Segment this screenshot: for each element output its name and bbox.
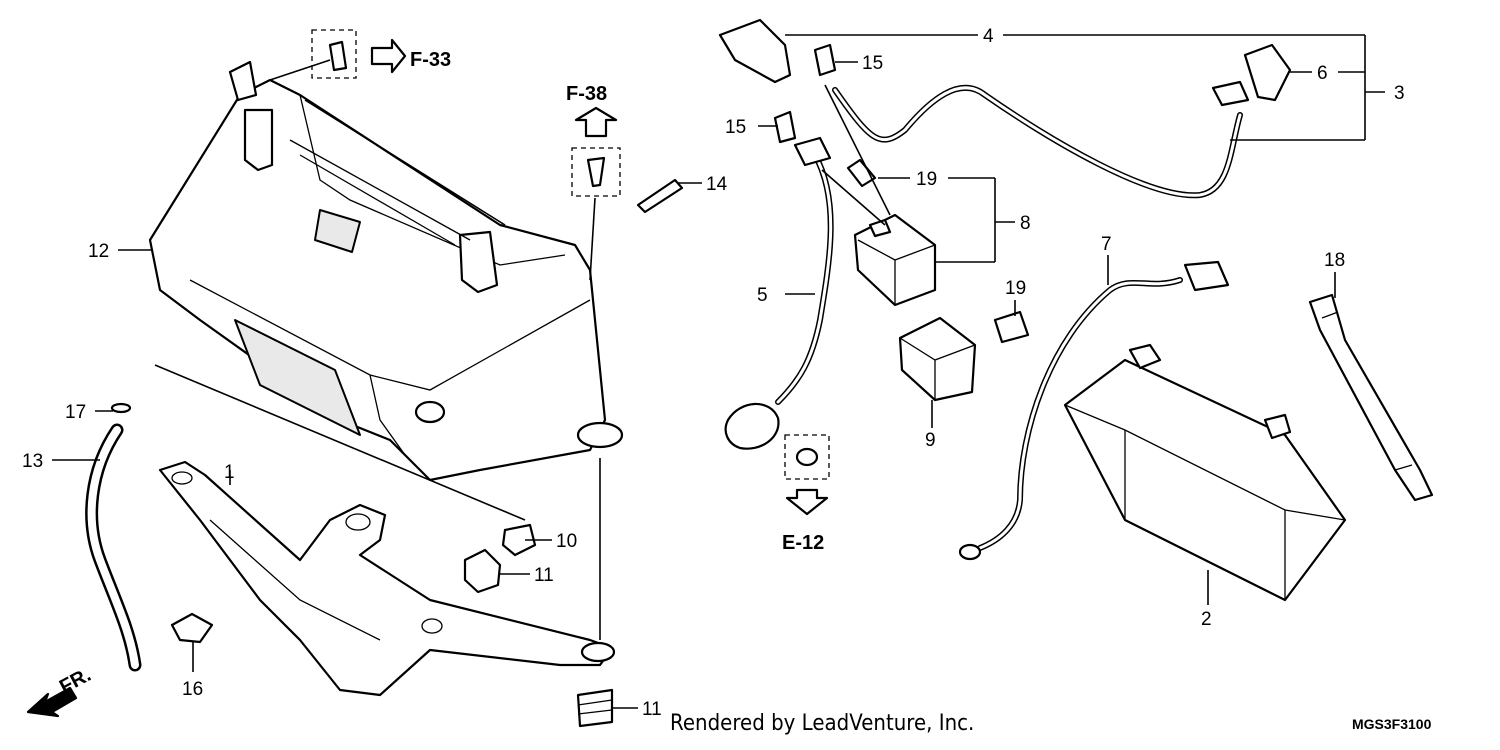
callout-19-upper[interactable]: 19 — [916, 169, 937, 190]
ref-box-f33 — [311, 29, 407, 79]
callout-7[interactable]: 7 — [1101, 234, 1112, 255]
ref-label-f33[interactable]: F-33 — [410, 49, 451, 71]
callout-19-lower[interactable]: 19 — [1005, 278, 1026, 299]
callout-5[interactable]: 5 — [757, 285, 768, 306]
fuse-part-19a[interactable] — [846, 158, 877, 188]
cable-part-5[interactable] — [724, 136, 834, 450]
battery-bracket-part-1[interactable] — [158, 460, 616, 697]
clip-part-16[interactable] — [170, 612, 214, 644]
battery-strap-part-18[interactable] — [1308, 293, 1434, 502]
render-credit: Rendered by LeadVenture, Inc. — [670, 711, 975, 736]
callout-17[interactable]: 17 — [65, 402, 86, 423]
callout-12[interactable]: 12 — [88, 241, 109, 262]
cable-part-7[interactable] — [958, 260, 1230, 561]
ref-label-f38[interactable]: F-38 — [566, 83, 607, 105]
callout-16[interactable]: 16 — [182, 679, 203, 700]
callout-10[interactable]: 10 — [556, 531, 577, 552]
callout-4[interactable]: 4 — [983, 26, 994, 47]
cable-part-3[interactable] — [718, 18, 1292, 199]
callout-15-top[interactable]: 15 — [862, 53, 883, 74]
callout-13[interactable]: 13 — [22, 451, 43, 472]
diagram-code: MGS3F3100 — [1352, 716, 1432, 732]
tube-part-13[interactable] — [85, 423, 142, 672]
callout-labels: 1 2 3 4 5 6 7 8 9 10 11 11 12 13 14 15 1… — [22, 26, 1405, 720]
bolt-part-15a[interactable] — [813, 43, 837, 77]
front-arrow — [26, 686, 78, 718]
battery-box-part-12[interactable] — [148, 60, 624, 482]
callout-3[interactable]: 3 — [1394, 83, 1405, 104]
ref-box-f38 — [571, 106, 621, 197]
ref-label-e12[interactable]: E-12 — [782, 532, 824, 554]
leader-lines — [52, 34, 1385, 709]
callout-14[interactable]: 14 — [706, 174, 728, 195]
bolt-part-15b[interactable] — [773, 110, 797, 144]
callout-18[interactable]: 18 — [1324, 250, 1345, 271]
callout-2[interactable]: 2 — [1201, 609, 1212, 630]
callout-11-upper[interactable]: 11 — [534, 565, 554, 586]
callout-1[interactable]: 1 — [224, 462, 235, 483]
callout-11-lower[interactable]: 11 — [642, 699, 662, 720]
bolt-part-14[interactable] — [636, 178, 684, 214]
cushion-part-11b[interactable] — [576, 688, 614, 728]
starter-relay-part-8[interactable] — [853, 213, 937, 307]
relay-cover-part-9[interactable] — [898, 316, 977, 402]
grommet-part-10[interactable] — [501, 523, 537, 557]
callout-6[interactable]: 6 — [1317, 63, 1328, 84]
callout-9[interactable]: 9 — [925, 430, 936, 451]
clip-part-17[interactable] — [110, 402, 132, 414]
callout-8[interactable]: 8 — [1020, 213, 1031, 234]
ref-box-e12 — [784, 434, 830, 516]
battery-part-2[interactable] — [1063, 343, 1347, 602]
callout-15-left[interactable]: 15 — [725, 117, 746, 138]
fuse-part-19b[interactable] — [993, 310, 1030, 344]
cushion-part-11a[interactable] — [463, 548, 502, 594]
